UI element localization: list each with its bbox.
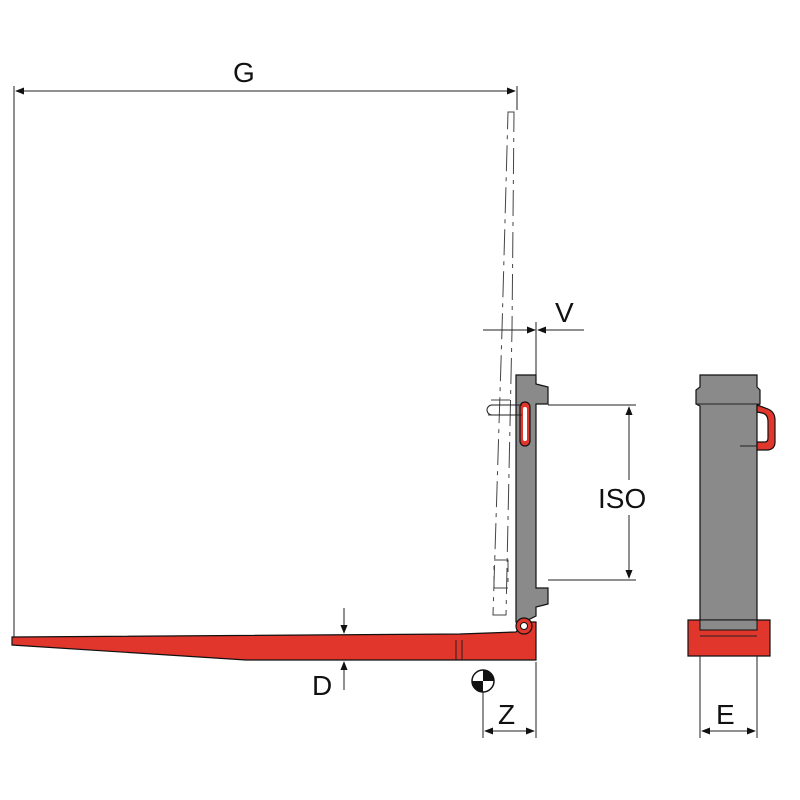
fork-shank-side <box>486 374 549 623</box>
label-d: D <box>312 670 332 701</box>
lock-ring-handle <box>756 404 776 451</box>
label-z: Z <box>498 699 515 730</box>
dimension-d: D <box>312 608 348 701</box>
dimension-z: Z <box>482 662 537 738</box>
dimension-e: E <box>699 656 758 738</box>
label-v: V <box>555 297 574 328</box>
tilted-fork-outline <box>488 111 515 616</box>
dimension-v: V <box>483 297 584 378</box>
dimension-iso: ISO <box>548 404 646 581</box>
label-g: G <box>233 57 255 88</box>
dimension-g: G <box>13 57 518 640</box>
label-e: E <box>716 699 735 730</box>
center-of-gravity-icon <box>471 669 495 693</box>
label-iso: ISO <box>598 483 646 514</box>
fork-front-view <box>687 374 776 657</box>
fork-blade-side <box>11 617 537 661</box>
